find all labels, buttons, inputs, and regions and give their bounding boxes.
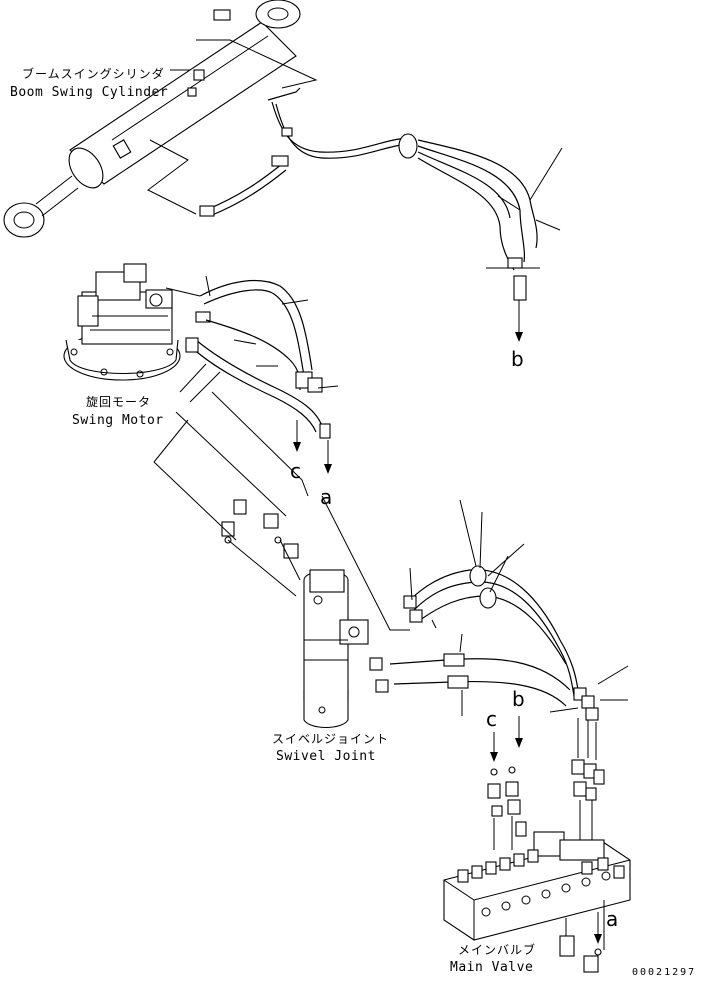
- connection-ref-a-valve: a: [594, 907, 618, 944]
- swivel-joint: [303, 569, 369, 729]
- main-valve: [443, 831, 631, 973]
- valve-spools: [457, 849, 625, 917]
- labels: ブームスイングシリンダ Boom Swing Cylinder 旋回モータ Sw…: [10, 66, 696, 978]
- boom-swing-cylinder-label-jp: ブームスイングシリンダ: [22, 66, 165, 81]
- connection-ref-b-top: b: [511, 300, 524, 371]
- ref-label: a: [320, 485, 332, 509]
- ref-label: c: [486, 707, 497, 731]
- main-valve-label-en: Main Valve: [450, 960, 533, 975]
- connection-ref-c-valve: c: [486, 707, 498, 762]
- swing-motor-label-jp: 旋回モータ: [86, 395, 151, 409]
- connection-ref-c-motor: c: [290, 420, 301, 483]
- boom-swing-cylinder-label-en: Boom Swing Cylinder: [10, 85, 168, 100]
- valve-fittings: [487, 718, 605, 850]
- ref-label: c: [290, 459, 301, 483]
- swivel-joint-label-jp: スイベルジョイント: [272, 732, 389, 746]
- main-valve-label-jp: メインバルブ: [458, 942, 536, 957]
- swing-motor: [63, 263, 181, 381]
- swivel-to-valve-hoses: [321, 495, 629, 721]
- connection-ref-a-motor: a: [320, 440, 332, 509]
- cylinder-hoses: [199, 87, 563, 301]
- connection-ref-b-valve: b: [512, 687, 525, 748]
- swing-motor-hoses: [165, 275, 339, 439]
- swivel-joint-label-en: Swivel Joint: [276, 749, 376, 764]
- ref-label: b: [511, 347, 524, 371]
- swing-motor-label-en: Swing Motor: [72, 413, 164, 428]
- ref-label: a: [606, 907, 618, 931]
- boom-swing-cylinder: [3, 0, 318, 238]
- swivel-fittings: [153, 391, 389, 693]
- ref-label: b: [512, 687, 525, 711]
- drawing-code: 00021297: [632, 967, 696, 978]
